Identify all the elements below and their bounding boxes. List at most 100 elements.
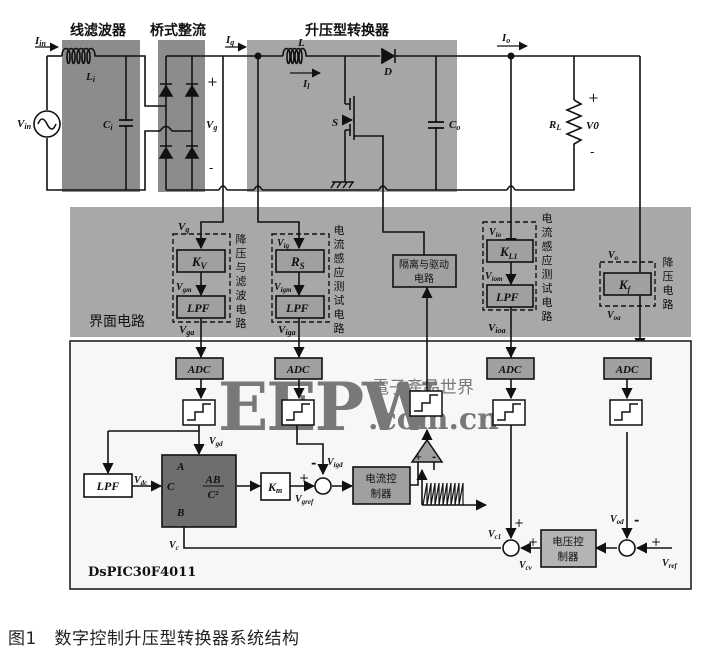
vio-label: Vio	[489, 227, 502, 239]
load-resistor-icon	[564, 99, 584, 150]
vod-minus: -	[634, 513, 639, 528]
vig-label: Vig	[277, 238, 290, 250]
adc-block-3	[486, 357, 535, 380]
adc-block-2	[274, 357, 323, 380]
divider-filter-dashed-box	[172, 233, 231, 323]
quantizer-blocks	[182, 390, 643, 426]
svg-text:LPF: LPF	[96, 479, 120, 493]
vref-plus: +	[651, 535, 661, 549]
lpf2-block	[275, 295, 325, 319]
vertical-label-char: 测	[542, 268, 553, 281]
vertical-label-char: 感	[334, 252, 345, 265]
vigd-minus: -	[311, 456, 316, 471]
svg-text:+: +	[414, 452, 422, 463]
vertical-label-char: 降	[236, 232, 247, 246]
ig-label: Ig	[225, 34, 234, 47]
svg-text:-: -	[432, 452, 436, 463]
vo-sense-label: Vo	[608, 250, 619, 262]
voa-label: Voa	[607, 310, 621, 322]
vertical-label-char: 电	[334, 224, 345, 237]
voltage-controller-block	[540, 529, 597, 568]
multiplier-divider-block	[161, 454, 237, 528]
svg-text:制器: 制器	[371, 487, 392, 500]
vcv-label: Vcv	[519, 560, 533, 572]
adc-block-4	[603, 357, 652, 380]
rl-label: RL	[548, 119, 561, 132]
input-capacitor-icon	[119, 119, 133, 127]
vo-plus: +	[588, 91, 599, 106]
current-controller-block	[352, 466, 411, 505]
li-label: Li	[85, 71, 96, 84]
vertical-label-char: 电	[542, 296, 553, 309]
line-filter-title: 线滤波器	[70, 22, 127, 39]
rs-block	[275, 249, 325, 273]
d-label: D	[383, 66, 392, 78]
input-inductor-icon	[61, 47, 118, 65]
svg-text:电流控: 电流控	[365, 472, 397, 485]
vo-minus: -	[590, 145, 594, 160]
current-sense-dashed-box	[271, 233, 330, 323]
boost-converter-panel	[247, 40, 457, 192]
vertical-label-char: 电	[334, 308, 345, 321]
vioa-label: Vioa	[488, 322, 506, 335]
vgref-label: Vgref	[295, 494, 314, 506]
quantizer-4	[609, 399, 643, 426]
vertical-label-char: 与	[236, 261, 247, 274]
kf-block	[603, 272, 652, 296]
vgref-plus: +	[299, 471, 309, 485]
kl1-block	[486, 239, 534, 263]
svg-text:ADC: ADC	[498, 364, 522, 376]
svg-text:LPF: LPF	[186, 301, 210, 315]
vertical-label-char: 测	[334, 280, 345, 293]
vigm-label: Vigm	[274, 282, 292, 294]
vertical-label-char: 感	[542, 240, 553, 253]
vo-label: V0	[586, 120, 599, 132]
vc-label: Vc	[169, 540, 179, 552]
svg-text:RS: RS	[290, 254, 305, 271]
vc1-label: Vc1	[488, 529, 501, 541]
figure-title: 数字控制升压型转换器系统结构	[54, 629, 300, 649]
vga-label: Vga	[179, 324, 194, 337]
vertical-label-char: 试	[542, 282, 553, 295]
vg-minus: -	[209, 161, 213, 176]
vertical-label-char: 路	[236, 317, 247, 330]
vgd-label: Vgd	[209, 436, 223, 448]
current-sum-junction	[314, 477, 332, 495]
vcv-plus: +	[528, 535, 538, 549]
vg-sense-label: Vg	[178, 221, 189, 234]
boost-diode-icon	[381, 47, 396, 65]
vertical-label-char: 电	[542, 212, 553, 225]
ci-label: Ci	[103, 119, 113, 132]
vg-plus: +	[207, 75, 218, 90]
vertical-label-char: 应	[542, 253, 553, 267]
vertical-label-char: 电	[236, 303, 247, 316]
bridge-rectifier-title: 桥式整流	[150, 22, 206, 39]
sine-wave-glyph	[37, 118, 57, 130]
vin-label: Vin	[17, 118, 32, 131]
vref-label: Vref	[662, 558, 678, 570]
svg-text:ADC: ADC	[187, 364, 211, 376]
viom-label: Viom	[485, 271, 503, 283]
il-label: Il	[302, 78, 310, 91]
svg-text:電子產品世界: 電子產品世界	[372, 378, 474, 398]
mcu-label: DsPIC30F4011	[88, 565, 196, 580]
vg-node	[254, 52, 262, 60]
vod-label: Vod	[610, 514, 624, 526]
mcu-lpf-block	[83, 473, 133, 498]
svg-text:EEPW: EEPW	[218, 368, 437, 446]
io-label: Io	[501, 32, 510, 45]
adc-blocks: ADC ADC ADC ADC	[175, 357, 652, 380]
pwm-comparator-icon	[410, 438, 444, 463]
vertical-label-char: 降	[663, 255, 674, 269]
svg-text:LPF: LPF	[285, 301, 309, 315]
interface-panel	[70, 207, 691, 337]
vertical-label-char: 流	[542, 225, 553, 239]
adc-block-1	[175, 357, 224, 380]
svg-text:LPF: LPF	[495, 290, 519, 304]
vertical-label-char: 压	[236, 247, 247, 260]
viga-label: Viga	[278, 324, 296, 337]
vertical-label-char: 电	[663, 284, 674, 297]
